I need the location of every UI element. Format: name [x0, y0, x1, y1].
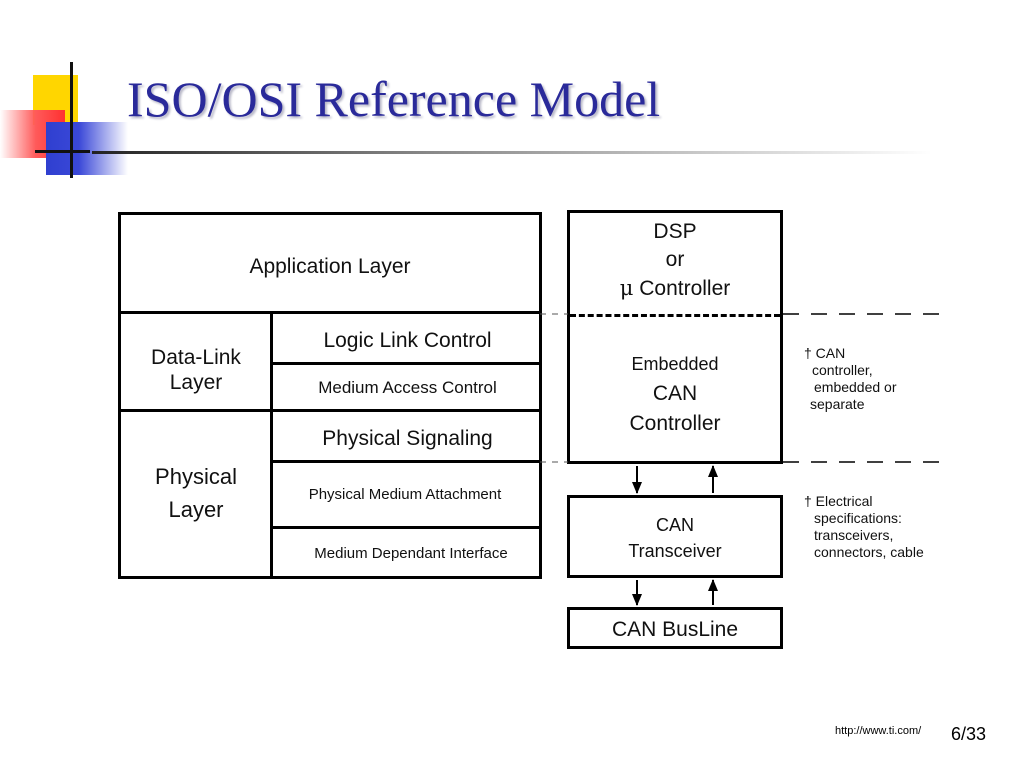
- embedded-line-2: CAN: [652, 382, 698, 405]
- dsp-embedded-dashed-divider: [570, 314, 780, 317]
- decorative-blue-square: [46, 122, 128, 175]
- electrical-note-line-1: † Electrical: [804, 493, 873, 509]
- can-busline-box: [567, 607, 783, 649]
- divider-mac-ps: [270, 409, 542, 412]
- logic-link-control-label: Logic Link Control: [323, 329, 492, 352]
- controller-note-line-4: separate: [810, 396, 865, 412]
- physical-line-1: Physical: [155, 464, 237, 489]
- transceiver-line-2: Transceiver: [628, 541, 722, 561]
- dsp-line-1: DSP: [653, 220, 697, 243]
- divider-llc-mac: [270, 362, 542, 365]
- data-link-layer-label: Data-Link Layer: [121, 345, 271, 395]
- embedded-line-1: Embedded: [631, 354, 719, 374]
- source-link[interactable]: http://www.ti.com/: [835, 725, 922, 737]
- medium-dependant-interface-label: Medium Dependant Interface: [314, 545, 508, 562]
- dsp-line-3: μ Controller: [570, 274, 780, 303]
- decorative-horizontal-line: [35, 150, 90, 153]
- dsp-line-2: or: [665, 248, 685, 271]
- embedded-can-controller-label: Embedded CAN Controller: [570, 349, 780, 439]
- physical-medium-attachment-label: Physical Medium Attachment: [308, 486, 502, 503]
- controller-note: † CAN controller, embedded or separate: [804, 345, 897, 413]
- electrical-note-line-2: specifications:: [814, 510, 902, 526]
- slide-title: ISO/OSI Reference Model: [127, 71, 661, 127]
- embedded-line-3: Controller: [629, 412, 721, 435]
- dsp-controller-box: [567, 210, 783, 464]
- divider-app: [118, 311, 542, 314]
- physical-line-2: Layer: [168, 497, 224, 522]
- controller-note-line-3: embedded or: [814, 379, 897, 395]
- dsp-label: DSP or μ Controller: [570, 218, 780, 303]
- medium-access-control-label: Medium Access Control: [318, 378, 497, 397]
- physical-layer-label: Physical Layer: [121, 460, 271, 526]
- page-number: 6/33: [951, 724, 987, 744]
- can-transceiver-label: CAN Transceiver: [570, 512, 780, 564]
- divider-datalink-physical: [118, 409, 273, 412]
- controller-note-line-2: controller,: [812, 362, 873, 378]
- transceiver-line-1: CAN: [655, 515, 694, 535]
- electrical-note: † Electrical specifications: transceiver…: [804, 493, 924, 561]
- can-busline-label: CAN BusLine: [611, 618, 739, 641]
- physical-signaling-label: Physical Signaling: [322, 427, 493, 450]
- mu-symbol: μ: [619, 276, 634, 300]
- decorative-vertical-line: [70, 62, 73, 178]
- divider-ps-pma: [270, 460, 542, 463]
- application-layer-label: Application Layer: [249, 255, 411, 278]
- divider-pma-mdi: [270, 526, 542, 529]
- electrical-note-line-3: transceivers,: [814, 527, 894, 543]
- osi-stack: [118, 212, 542, 579]
- title-underline: [92, 151, 932, 154]
- data-link-line-1: Data-Link: [151, 346, 241, 369]
- can-transceiver-box: [567, 495, 783, 578]
- data-link-line-2: Layer: [169, 371, 223, 395]
- controller-note-line-1: † CAN: [804, 345, 846, 361]
- dsp-controller-word: Controller: [639, 277, 731, 300]
- divider-left-col: [270, 311, 273, 579]
- electrical-note-line-4: connectors, cable: [814, 544, 924, 560]
